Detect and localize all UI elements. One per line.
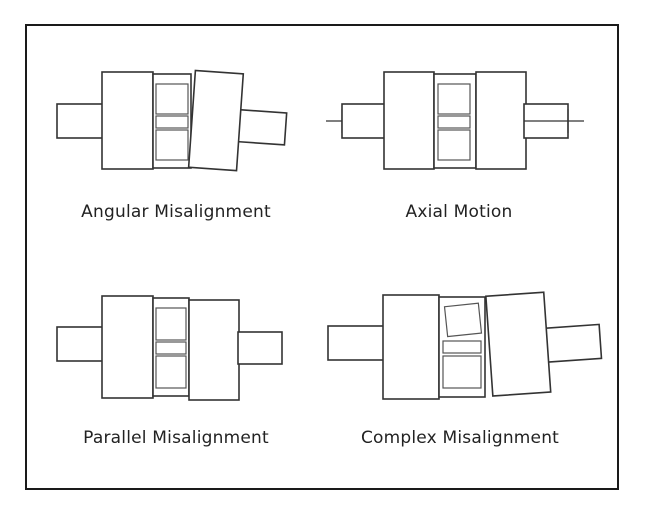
left-shaft [341, 103, 387, 139]
right-shaft [542, 323, 603, 364]
center-pad-mid [437, 115, 471, 129]
center-pad-top [437, 83, 471, 115]
right-hub [475, 71, 527, 170]
center-pad-bottom [155, 129, 189, 161]
complex-misalignment-coupling [327, 291, 603, 400]
center-pad-top [155, 307, 187, 341]
left-hub [101, 71, 154, 170]
right-shaft [237, 331, 283, 365]
left-hub [101, 295, 154, 399]
right-hub [485, 291, 552, 397]
left-shaft [56, 103, 104, 139]
right-hub [188, 299, 240, 401]
center-pad-mid [442, 340, 482, 354]
center-pad-top [155, 83, 189, 115]
caption-axial-motion: Axial Motion [405, 202, 513, 222]
diagram-frame [25, 24, 619, 490]
caption-angular-misalignment: Angular Misalignment [81, 202, 271, 222]
left-shaft [56, 326, 104, 362]
angular-misalignment-coupling [56, 69, 288, 172]
center-pad-top [443, 302, 483, 338]
caption-parallel-misalignment: Parallel Misalignment [83, 428, 269, 448]
caption-complex-misalignment: Complex Misalignment [360, 428, 560, 448]
left-shaft [327, 325, 385, 361]
center-pad-mid [155, 115, 189, 129]
center-pad-mid [155, 341, 187, 355]
axial-motion-coupling [326, 71, 584, 170]
right-shaft [235, 108, 288, 146]
left-hub [383, 71, 435, 170]
left-hub [382, 294, 440, 400]
center-pad-bottom [442, 355, 482, 389]
center-pad-bottom [155, 355, 187, 389]
parallel-misalignment-coupling [56, 295, 283, 401]
right-hub [187, 69, 245, 172]
center-pad-bottom [437, 129, 471, 161]
